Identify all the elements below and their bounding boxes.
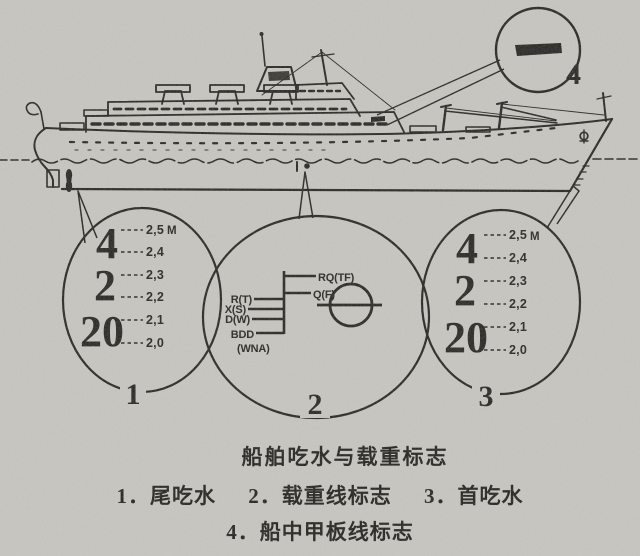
load-line-circle-label: 2 xyxy=(308,388,323,421)
legend-item-2: 2．载重线标志 xyxy=(248,484,392,508)
draft-tick-value: 2,5 xyxy=(509,228,527,242)
deck-line-mark-on-hull xyxy=(371,116,385,122)
hull-stern-profile xyxy=(33,127,54,188)
draft-tick-value: 2,3 xyxy=(146,268,164,282)
draft-tick-value: 2,1 xyxy=(146,313,164,327)
bow-draft-callout: 4 2 20 2,5 M 2,4 2,3 2,2 2,1 2,0 3 xyxy=(420,208,582,413)
draft-numeral: 2 xyxy=(94,261,116,310)
draft-tick-value: 2,5 xyxy=(146,223,164,237)
draft-numeral: 2 xyxy=(454,266,476,315)
deck-line-bar xyxy=(515,43,562,56)
leader-to-deckline-circle-a xyxy=(376,59,501,116)
bow-draft-marks: 4 2 20 2,5 M 2,4 2,3 2,2 2,1 2,0 xyxy=(444,224,540,362)
draft-numeral: 20 xyxy=(80,307,124,356)
draft-unit: M xyxy=(530,231,540,243)
stern-draft-circle xyxy=(61,206,223,394)
figure-title: 船舶吃水与载重标志 xyxy=(241,445,449,469)
stern-draft-marks: 4 2 20 2,5 M 2,4 2,3 2,2 2,1 2,0 xyxy=(80,219,177,356)
draft-tick-value: 2,0 xyxy=(509,343,527,357)
load-line-label-bdd: BDD xyxy=(231,329,254,341)
figure-caption: 船舶吃水与载重标志 1．尾吃水 2．载重线标志 3．首吃水 4．船中甲板线标志 xyxy=(0,441,640,546)
draft-tick-value: 2,1 xyxy=(509,320,527,334)
aft-mast xyxy=(261,35,266,67)
foredeck-house-1 xyxy=(409,125,437,133)
stern-flag xyxy=(25,101,42,116)
hull-keel-line xyxy=(60,187,572,193)
propeller xyxy=(65,169,73,192)
stern-draft-callout: 4 2 20 2,5 M 2,4 2,3 2,2 2,1 2,0 1 xyxy=(61,206,223,411)
cargo-derricks xyxy=(440,101,605,132)
hull-bow-stem xyxy=(568,117,614,193)
stern-flagstaff xyxy=(40,111,45,130)
funnel-logo xyxy=(268,71,290,81)
load-line-label-wna: (WNA) xyxy=(237,343,270,355)
draft-tick-value: 2,0 xyxy=(146,336,164,350)
load-line-grid xyxy=(248,271,316,335)
load-line-dot-on-hull xyxy=(304,163,310,169)
load-line-label-w: D(W) xyxy=(225,314,250,326)
legend-item-1: 1．尾吃水 xyxy=(116,484,216,508)
anchor xyxy=(579,129,589,144)
draft-tick-value: 2,2 xyxy=(509,297,527,311)
bow-draft-circle-label: 3 xyxy=(479,380,494,413)
aft-mast-ball xyxy=(259,32,264,36)
leader-spike-bow xyxy=(546,185,580,229)
figure-legend-row1: 1．尾吃水 2．载重线标志 3．首吃水 xyxy=(0,480,640,510)
deck-line-callout: 4 xyxy=(494,6,582,94)
rigging-lines xyxy=(261,51,396,111)
bow-draft-circle xyxy=(420,208,582,396)
load-line-callout: RQ(TF) Q(F) R(T) X(S) D(W) BDD (WNA) 2 xyxy=(201,214,431,421)
draft-tick-value: 2,4 xyxy=(509,251,527,265)
superstructure-tier1 xyxy=(85,111,405,133)
deck-line-circle-label: 4 xyxy=(566,58,581,91)
leader-spike-midship xyxy=(298,171,314,220)
figure-legend-row2: 4．船中甲板线标志 xyxy=(226,520,414,544)
draft-tick-value: 2,3 xyxy=(509,274,527,288)
waterline-waves xyxy=(31,158,579,164)
stern-draft-circle-label: 1 xyxy=(126,378,141,411)
draft-unit: M xyxy=(167,225,177,237)
draft-tick-value: 2,2 xyxy=(146,290,164,304)
draft-numeral: 20 xyxy=(444,313,488,362)
ship-side-view xyxy=(0,32,640,193)
draft-tick-lines xyxy=(121,229,143,344)
load-line-label-tf: RQ(TF) xyxy=(318,272,355,284)
leader-spike-stern xyxy=(77,190,98,244)
draft-tick-value: 2,4 xyxy=(146,245,164,259)
legend-item-3: 3．首吃水 xyxy=(424,484,524,508)
